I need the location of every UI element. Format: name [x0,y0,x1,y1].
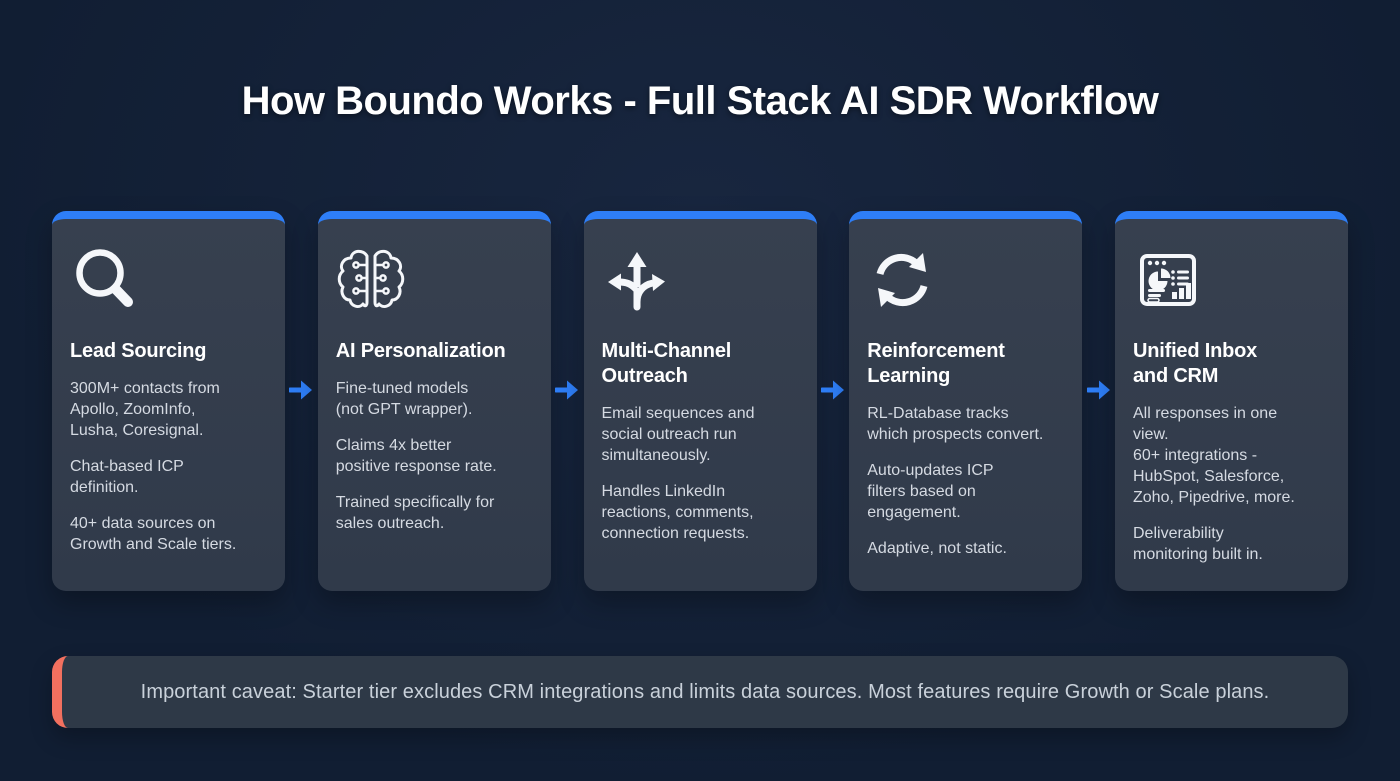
brain-circuit-icon [336,245,533,315]
card-ai-personalization: AI Personalization Fine-tuned models (no… [317,211,551,591]
caveat-banner: Important caveat: Starter tier excludes … [52,656,1348,728]
card-paragraph: RL-Database tracks which prospects conve… [867,405,1044,443]
card-paragraph: All responses in one view. 60+ integrati… [1133,405,1295,506]
dashboard-icon [1133,245,1330,315]
card-paragraph: Claims 4x better positive response rate. [335,437,497,475]
card-multi-channel-outreach: Multi-Channel Outreach Email sequences a… [583,211,817,591]
card-title: Unified Inbox and CRM [1133,340,1258,387]
flow-arrow-icon [1082,211,1115,401]
card-paragraph: Fine-tuned models (not GPT wrapper). [335,380,473,418]
card-paragraph: Email sequences and social outreach run … [601,405,755,464]
card-paragraph: Adaptive, not static. [867,540,1007,557]
card-reinforcement-learning: Reinforcement Learning RL-Database track… [849,211,1083,591]
card-body: 300M+ contacts from Apollo, ZoomInfo, Lu… [70,378,267,555]
page-title: How Boundo Works - Full Stack AI SDR Wor… [241,79,1159,123]
split-arrows-icon [602,245,799,315]
card-paragraph: Trained specifically for sales outreach. [335,494,495,532]
card-paragraph: Deliverability monitoring built in. [1133,525,1263,563]
flow-arrow-icon [817,211,850,401]
card-paragraph: 40+ data sources on Growth and Scale tie… [70,515,237,553]
card-title: AI Personalization [335,340,506,362]
caveat-text: Important caveat: Starter tier excludes … [140,680,1270,703]
card-body: Email sequences and social outreach run … [602,403,799,544]
card-body: RL-Database tracks which prospects conve… [867,403,1064,559]
card-body: All responses in one view. 60+ integrati… [1133,403,1330,565]
flow-arrow-icon [285,211,318,401]
card-paragraph: 300M+ contacts from Apollo, ZoomInfo, Lu… [70,380,220,439]
card-title: Multi-Channel Outreach [601,340,732,387]
card-paragraph: Handles LinkedIn reactions, comments, co… [601,483,754,542]
card-unified-inbox-crm: Unified Inbox and CRM All responses in o… [1115,211,1348,591]
card-paragraph: Auto-updates ICP filters based on engage… [867,462,994,521]
card-title: Lead Sourcing [70,340,207,362]
flow-arrow-icon [551,211,584,401]
search-icon [70,245,267,315]
card-body: Fine-tuned models (not GPT wrapper). Cla… [336,378,533,534]
workflow-cards-row: Lead Sourcing 300M+ contacts from Apollo… [52,211,1348,591]
sync-arrows-icon [867,245,1064,315]
card-lead-sourcing: Lead Sourcing 300M+ contacts from Apollo… [52,211,285,591]
card-title: Reinforcement Learning [867,340,1005,387]
card-paragraph: Chat-based ICP definition. [70,458,184,496]
